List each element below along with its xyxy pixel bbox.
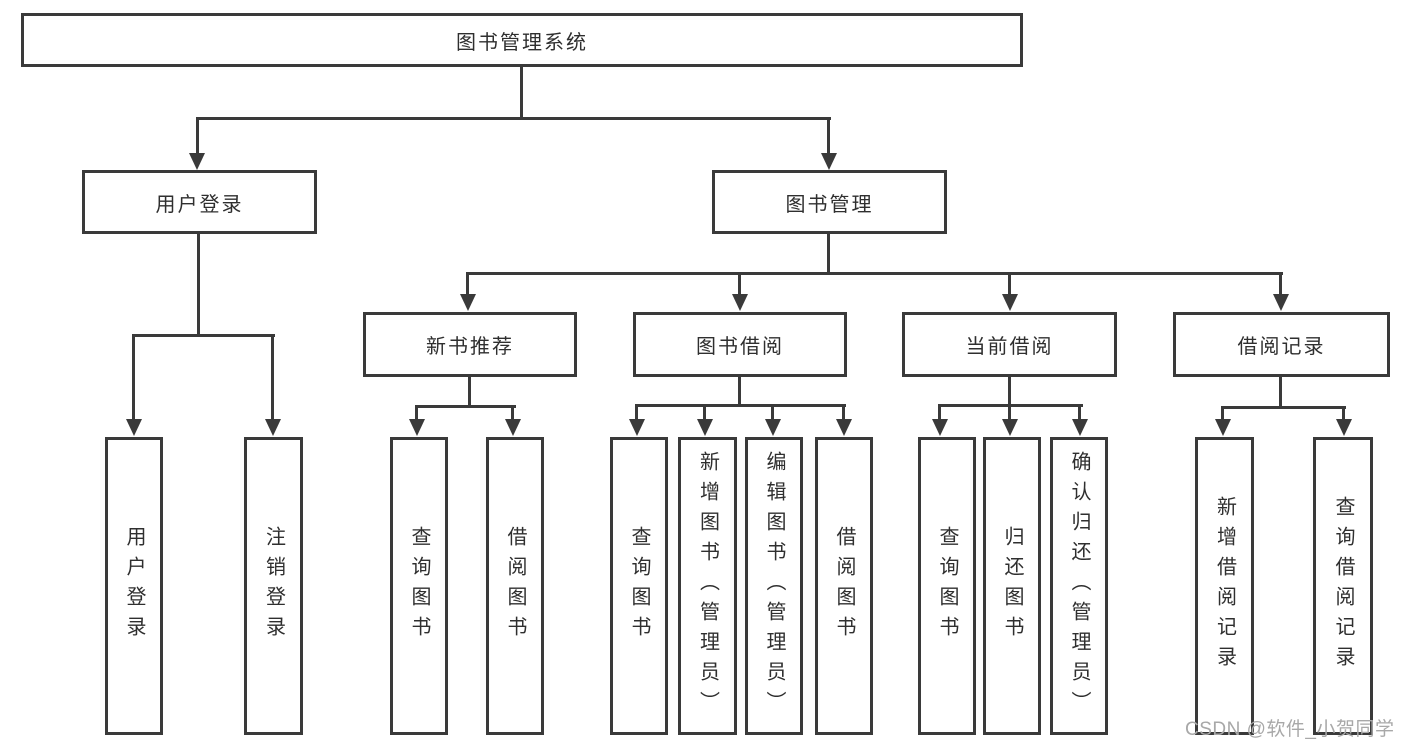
node-library-management-system: 图书管理系统: [21, 13, 1023, 67]
arrow-down-icon: [697, 419, 713, 436]
connector-drop: [771, 404, 774, 421]
node-leaf-query-borrow-record: 查询借阅记录: [1313, 437, 1373, 735]
arrow-down-icon: [409, 419, 425, 436]
leaf-label: 确认归还（管理员）: [1068, 451, 1090, 721]
connector-drop: [511, 405, 514, 421]
connector-drop-borrow-records: [1279, 272, 1282, 296]
arrow-down-icon: [1273, 294, 1289, 311]
connector-book-borrow-rail: [635, 404, 846, 407]
leaf-label: 查询图书: [936, 526, 958, 646]
connector-drop-new-books: [466, 272, 469, 296]
node-leaf-borrow-books: 借阅图书: [815, 437, 873, 735]
arrow-down-icon: [460, 294, 476, 311]
leaf-label: 查询图书: [408, 526, 430, 646]
connector-level2-rail: [196, 117, 831, 120]
node-user-login: 用户登录: [82, 170, 317, 234]
arrow-down-icon: [189, 153, 205, 170]
arrow-down-icon: [836, 419, 852, 436]
connector-drop: [415, 405, 418, 421]
connector-drop-logout: [271, 334, 274, 420]
connector-book-borrow-trunk: [738, 377, 741, 407]
node-leaf-confirm-return-admin: 确认归还（管理员）: [1050, 437, 1108, 735]
leaf-label: 归还图书: [1001, 526, 1023, 646]
node-borrow-records: 借阅记录: [1173, 312, 1390, 377]
connector-borrow-records-trunk: [1279, 377, 1282, 409]
connector-level3-rail: [466, 272, 1283, 275]
connector-drop: [703, 404, 706, 421]
connector-drop-book-borrow: [738, 272, 741, 296]
leaf-label: 借阅图书: [833, 526, 855, 646]
connector-drop-book-mgmt: [827, 117, 830, 154]
arrow-down-icon: [126, 419, 142, 436]
node-leaf-user-login: 用户登录: [105, 437, 163, 735]
arrow-down-icon: [821, 153, 837, 170]
node-leaf-edit-books-admin: 编辑图书（管理员）: [745, 437, 803, 735]
connector-user-login-trunk: [197, 234, 200, 337]
arrow-down-icon: [932, 419, 948, 436]
leaf-label: 用户登录: [123, 526, 145, 646]
leaf-label: 查询借阅记录: [1332, 496, 1354, 676]
connector-drop: [1008, 404, 1011, 421]
connector-drop-user-login: [196, 117, 199, 154]
arrow-down-icon: [1072, 419, 1088, 436]
connector-drop-current-borrow: [1008, 272, 1011, 296]
connector-drop-login: [132, 334, 135, 420]
arrow-down-icon: [265, 419, 281, 436]
node-leaf-add-borrow-record: 新增借阅记录: [1195, 437, 1254, 735]
connector-drop: [938, 404, 941, 421]
node-leaf-add-books-admin: 新增图书（管理员）: [678, 437, 737, 735]
leaf-label: 新增借阅记录: [1213, 496, 1236, 676]
connector-drop: [1078, 404, 1081, 421]
node-leaf-borrow-books: 借阅图书: [486, 437, 544, 735]
node-book-management: 图书管理: [712, 170, 947, 234]
arrow-down-icon: [505, 419, 521, 436]
leaf-label: 新增图书（管理员）: [696, 451, 719, 721]
node-leaf-query-books: 查询图书: [390, 437, 448, 735]
node-leaf-return-books: 归还图书: [983, 437, 1041, 735]
connector-new-books-rail: [415, 405, 516, 408]
leaf-label: 借阅图书: [504, 526, 526, 646]
leaf-label: 查询图书: [628, 526, 650, 646]
arrow-down-icon: [1215, 419, 1231, 436]
connector-drop: [842, 404, 845, 421]
arrow-down-icon: [1002, 294, 1018, 311]
connector-user-login-rail: [132, 334, 275, 337]
connector-drop: [635, 404, 638, 421]
leaf-label: 编辑图书（管理员）: [763, 451, 785, 721]
arrow-down-icon: [765, 419, 781, 436]
connector-borrow-records-rail: [1221, 406, 1346, 409]
arrow-down-icon: [732, 294, 748, 311]
connector-book-mgmt-trunk: [827, 234, 830, 275]
node-book-borrow: 图书借阅: [633, 312, 847, 377]
node-new-book-recommend: 新书推荐: [363, 312, 577, 377]
arrow-down-icon: [1002, 419, 1018, 436]
csdn-watermark: CSDN @软件_小贺同学: [1185, 719, 1395, 740]
node-leaf-logout: 注销登录: [244, 437, 303, 735]
connector-drop: [1221, 406, 1224, 420]
connector-drop: [1342, 406, 1345, 420]
connector-root-trunk: [520, 67, 523, 118]
node-current-borrow: 当前借阅: [902, 312, 1117, 377]
connector-new-books-trunk: [468, 377, 471, 408]
node-leaf-query-books: 查询图书: [918, 437, 976, 735]
leaf-label: 注销登录: [262, 526, 285, 646]
arrow-down-icon: [1336, 419, 1352, 436]
arrow-down-icon: [629, 419, 645, 436]
node-leaf-query-books: 查询图书: [610, 437, 668, 735]
connector-current-borrow-trunk: [1008, 377, 1011, 407]
